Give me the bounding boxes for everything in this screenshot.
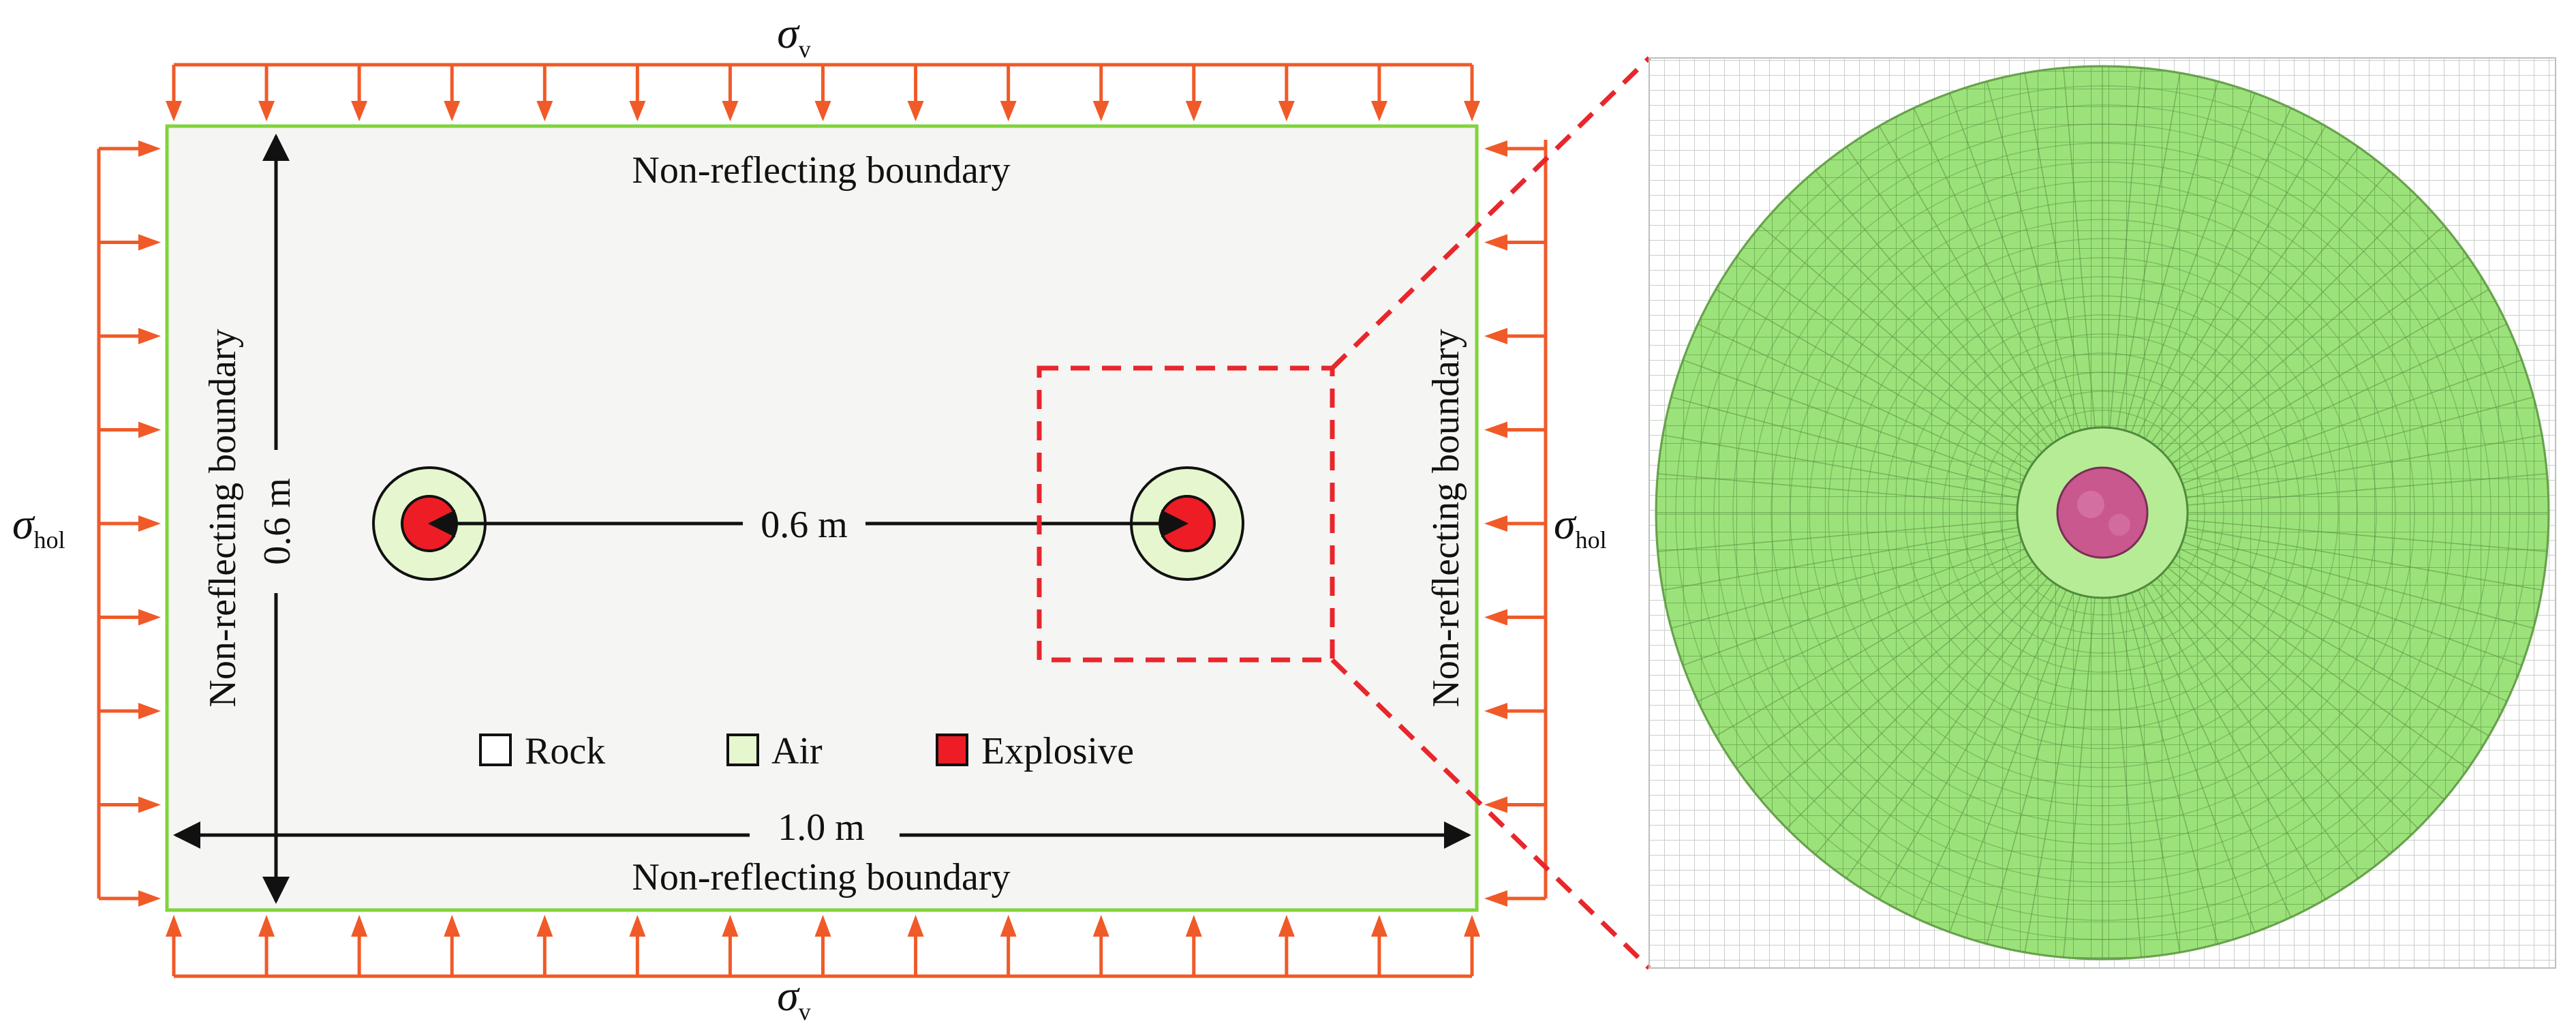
legend: Rock Air Explosive [479, 730, 1134, 772]
legend-item-air: Air [726, 730, 823, 772]
boundary-right-label: Non-reflecting boundary [1425, 329, 1467, 707]
stress-right-label: σhol [1554, 500, 1607, 554]
svg-text:Air: Air [771, 730, 823, 772]
boundary-left-label: Non-reflecting boundary [202, 329, 244, 707]
mesh-detail-panel [1649, 57, 2556, 969]
stress-bottom-label: σv [777, 971, 811, 1025]
right-load-arrows [1484, 140, 1548, 907]
zoom-leader-top [1330, 56, 1651, 370]
stress-left-label: σhol [12, 500, 65, 554]
explosive-mesh-region [2056, 466, 2149, 559]
svg-text:Explosive: Explosive [981, 730, 1134, 772]
bottom-load-arrows [166, 915, 1480, 978]
left-load-arrows [97, 140, 161, 907]
boundary-bottom-label: Non-reflecting boundary [632, 856, 1010, 898]
top-load-arrows [166, 63, 1480, 121]
width-dimension-label: 1.0 m [778, 806, 865, 849]
spacing-dimension-label: 0.6 m [761, 504, 848, 546]
boundary-top-label: Non-reflecting boundary [632, 149, 1010, 192]
legend-item-explosive: Explosive [936, 730, 1134, 772]
schematic-panel: σv σv σhol σhol Non-reflecting boundary … [12, 9, 1651, 1025]
svg-text:Rock: Rock [525, 730, 605, 772]
zoom-region-box [1037, 365, 1335, 663]
zoom-leader-bottom [1330, 658, 1651, 970]
height-dimension-label: 0.6 m [256, 478, 298, 565]
legend-item-rock: Rock [479, 730, 605, 772]
stress-top-label: σv [777, 9, 811, 63]
